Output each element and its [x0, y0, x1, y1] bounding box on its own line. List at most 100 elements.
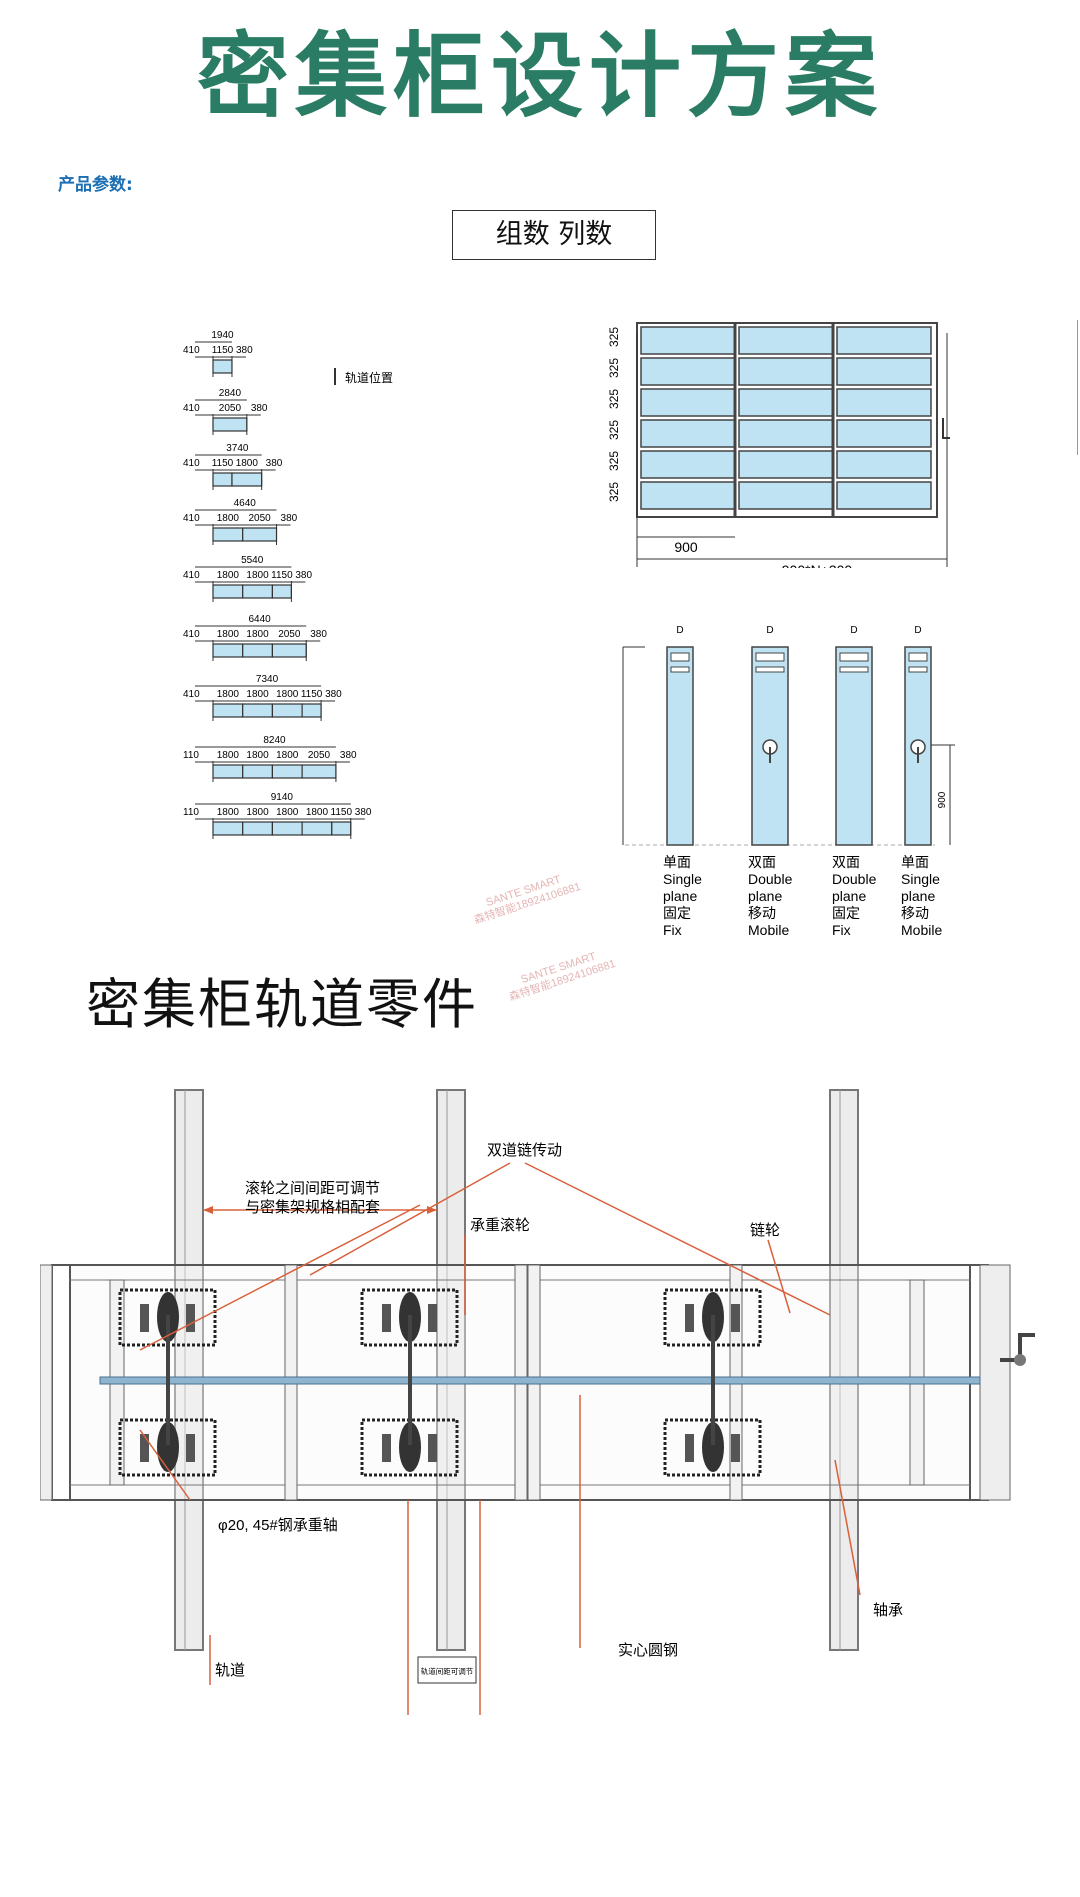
slot-icon: [755, 652, 785, 662]
front-shelf-cell: [640, 481, 736, 510]
panel-type-label: 固定: [663, 905, 691, 921]
front-shelf-cell: [836, 419, 932, 448]
panel-type-label: plane: [901, 888, 935, 904]
section-total-label: 9140: [271, 792, 294, 803]
section-right-label: 380: [266, 458, 283, 469]
front-shelf-cell: [640, 450, 736, 479]
segment-label: 1800: [217, 513, 240, 524]
width-label: 900: [674, 539, 698, 555]
track-parts-diagram: 滚轮之间间距可调节 与密集架规格相配套 双道链传动 承重滚轮 链轮 φ20, 4…: [40, 1089, 1035, 1715]
watermark: SANTE SMART 森特智能18924106881: [504, 945, 618, 1004]
axle-label: φ20, 45#钢承重轴: [218, 1517, 338, 1534]
section-row: 五节464041038018002050: [160, 498, 298, 545]
handle-height-label: 900: [937, 791, 948, 808]
segment-bar: [242, 584, 273, 599]
segment-label: 1150: [301, 689, 323, 700]
bearing-label: 轴承: [873, 1602, 903, 1619]
segment-label: 1800: [306, 807, 329, 818]
row-height-label: 325: [607, 451, 621, 471]
section-total-label: 2840: [219, 388, 242, 399]
panel-type-label: 双面: [748, 854, 776, 870]
roller-wheel-icon: [399, 1422, 421, 1472]
front-shelf-cell: [836, 450, 932, 479]
section-left-label: 410: [183, 513, 200, 524]
page-title: 密集柜设计方案: [196, 23, 883, 130]
slot-icon: [755, 666, 785, 673]
leader-line: [139, 1204, 421, 1351]
segment-bar: [301, 703, 322, 718]
section-row: 七节6440410380180018002050: [160, 614, 327, 661]
segment-bar: [242, 643, 273, 658]
edge-divider: [1077, 320, 1078, 455]
panel-type-label: Double: [832, 871, 877, 887]
segment-bar: [271, 764, 303, 779]
bearing-icon: [428, 1434, 437, 1462]
slot-icon: [839, 666, 869, 673]
section-left-label: 410: [183, 629, 200, 640]
segment-label: 1800: [236, 458, 259, 469]
segment-bar: [271, 703, 303, 718]
segment-bar: [212, 703, 244, 718]
section-total-label: 1940: [211, 330, 234, 341]
segment-label: 1800: [276, 689, 299, 700]
roller-wheel-icon: [157, 1422, 179, 1472]
segment-label: 1800: [246, 750, 269, 761]
section-right-label: 380: [281, 513, 298, 524]
leader-line: [767, 1239, 791, 1314]
roller-spacing-label-2: 与密集架规格相配套: [245, 1199, 380, 1216]
section-right-label: 380: [325, 689, 342, 700]
front-shelf-cell: [640, 326, 736, 355]
panel-type-label: Mobile: [748, 922, 789, 938]
bearing-icon: [140, 1434, 149, 1462]
product-params-label: 产品参数:: [58, 175, 133, 195]
bearing-icon: [140, 1304, 149, 1332]
front-shelf-cell: [836, 481, 932, 510]
leader-line: [309, 1162, 511, 1276]
row-height-label: 325: [607, 358, 621, 378]
section-total-label: 3740: [226, 443, 249, 454]
cabinet-side-panel: [666, 646, 694, 846]
segment-bar: [212, 821, 244, 836]
track-position-label: 轨道位置: [345, 370, 393, 385]
section-total-label: 6440: [248, 614, 271, 625]
bearing-icon: [186, 1304, 195, 1332]
front-shelf-cell: [836, 326, 932, 355]
section-right-label: 380: [295, 570, 312, 581]
front-shelf-cell: [836, 388, 932, 417]
segment-label: 1800: [246, 807, 269, 818]
section-total-label: 8240: [263, 735, 286, 746]
section-total-label: 4640: [234, 498, 257, 509]
track-rail-left: [174, 1089, 204, 1651]
track-spacing-label: 轨道间距可调节: [421, 1666, 474, 1676]
bearing-icon: [685, 1434, 694, 1462]
bearing-icon: [382, 1304, 391, 1332]
section-row: 八节73404103801800180018001150: [160, 674, 342, 721]
section-left-label: 410: [183, 345, 200, 356]
bearing-icon: [731, 1434, 740, 1462]
track-rail-middle: [436, 1089, 466, 1651]
section-left-label: 410: [183, 403, 200, 414]
segment-label: 1800: [217, 750, 240, 761]
track-parts-title: 密集柜轨道零件: [86, 973, 478, 1036]
segment-label: 1800: [246, 629, 269, 640]
watermark: SANTE SMART 森特智能18924106881: [469, 868, 583, 927]
segment-label: 2050: [248, 513, 271, 524]
section-row: 九节82401103801800180018002050: [160, 735, 357, 782]
height-label: 2280: [615, 743, 618, 766]
section-right-label: 380: [340, 750, 357, 761]
segment-label: 1800: [276, 807, 299, 818]
depth-label: D: [850, 625, 857, 636]
panel-type-label: Single: [901, 871, 940, 887]
segment-label: 2050: [219, 403, 242, 414]
segment-label: 1800: [217, 570, 240, 581]
segment-label: 1150: [212, 345, 234, 356]
slot-icon: [670, 666, 690, 673]
end-cap-left: [40, 1264, 53, 1501]
segment-bar: [242, 527, 278, 542]
crank-handle-icon: [1000, 1333, 1035, 1362]
segment-label: 1800: [246, 570, 269, 581]
section-right-label: 380: [355, 807, 372, 818]
panel-type-label: 移动: [901, 905, 929, 921]
front-shelf-cell: [738, 450, 834, 479]
panel-type-label: 单面: [901, 854, 929, 870]
